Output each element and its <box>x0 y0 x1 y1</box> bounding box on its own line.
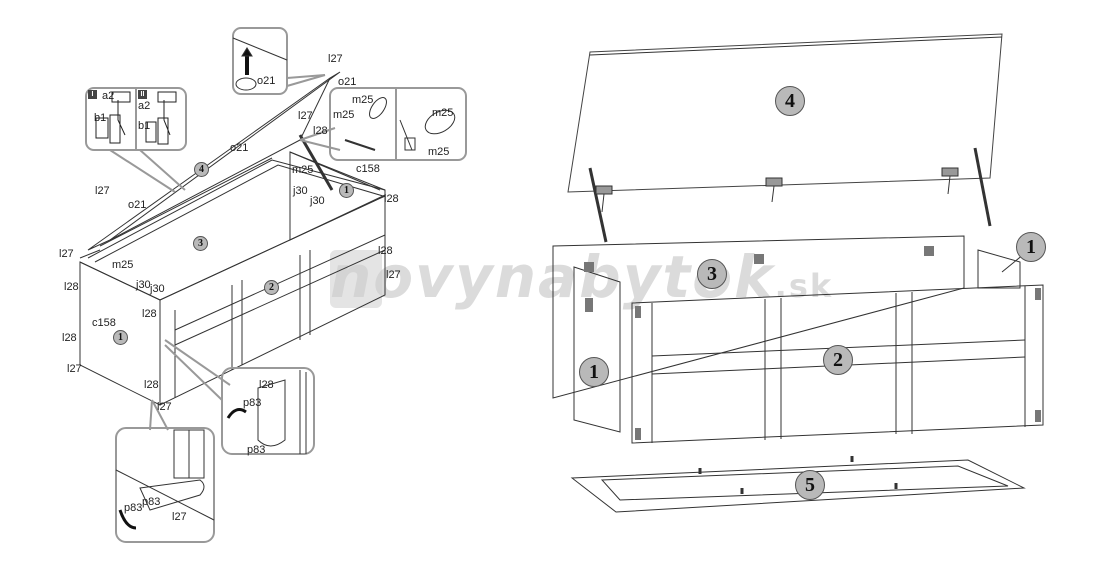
label-m25-inset-b: m25 <box>333 109 355 121</box>
step-tag-1: I <box>88 90 97 99</box>
part-badge-3-exploded: 3 <box>697 259 727 289</box>
label-m25-strut: m25 <box>292 164 314 176</box>
label-l28-front-mid: l28 <box>142 308 157 320</box>
label-l28-hinge: l28 <box>313 125 328 137</box>
label-l27-side-top: l27 <box>59 248 74 260</box>
label-o21-inset: o21 <box>257 75 276 87</box>
label-m25-left: m25 <box>112 259 134 271</box>
label-c158-left: c158 <box>92 317 116 329</box>
part-badge-5-exploded: 5 <box>795 470 825 500</box>
label-b1-step1: b1 <box>94 112 107 124</box>
label-p83-b: p83 <box>247 444 266 456</box>
label-l27: l27 <box>328 53 343 65</box>
part-badge-1-right-exploded: 1 <box>1016 232 1046 262</box>
label-l28-right: l28 <box>378 245 393 257</box>
label-l28-inset: l28 <box>259 379 274 391</box>
part-badge-2: 2 <box>264 280 279 295</box>
label-j30-c: j30 <box>136 279 151 291</box>
label-b1-step2: b1 <box>138 120 151 132</box>
label-m25-inset-a: m25 <box>352 94 374 106</box>
watermark-suffix: .sk <box>774 267 834 305</box>
label-c158-top: c158 <box>356 163 380 175</box>
part-badge-1-right: 1 <box>339 183 354 198</box>
label-j30-d: j30 <box>150 283 165 295</box>
label-l27-left: l27 <box>95 185 110 197</box>
label-a2-step2: a2 <box>138 100 151 112</box>
label-o21-left: o21 <box>128 199 147 211</box>
label-p83-d: p83 <box>142 496 161 508</box>
part-badge-2-exploded: 2 <box>823 345 853 375</box>
label-p83-c: p83 <box>124 502 143 514</box>
label-l27-inset-bot: l27 <box>172 511 187 523</box>
label-l28-right-top: l28 <box>384 193 399 205</box>
label-p83-a: p83 <box>243 397 262 409</box>
label-o21-lid: o21 <box>230 142 249 154</box>
label-l28-side-bot: l28 <box>62 332 77 344</box>
label-j30-b: j30 <box>310 195 325 207</box>
watermark-logo <box>330 250 382 308</box>
part-badge-4-exploded: 4 <box>775 86 805 116</box>
label-m25-inset-d: m25 <box>428 146 450 158</box>
step-tag-2: II <box>138 90 147 99</box>
label-l28-front-bot: l28 <box>144 379 159 391</box>
label-l27-side-bot: l27 <box>67 363 82 375</box>
label-l27-right: l27 <box>386 269 401 281</box>
part-badge-4: 4 <box>194 162 209 177</box>
label-l27-front-bot: l27 <box>157 401 172 413</box>
label-j30-a: j30 <box>293 185 308 197</box>
label-l28-side-top: l28 <box>64 281 79 293</box>
part-badge-1-left: 1 <box>113 330 128 345</box>
part-badge-3: 3 <box>193 236 208 251</box>
label-l27-hinge: l27 <box>298 110 313 122</box>
label-m25-inset-c: m25 <box>432 107 454 119</box>
part-badge-1-left-exploded: 1 <box>579 357 609 387</box>
label-o21: o21 <box>338 76 357 88</box>
label-a2-step1: a2 <box>102 90 115 102</box>
